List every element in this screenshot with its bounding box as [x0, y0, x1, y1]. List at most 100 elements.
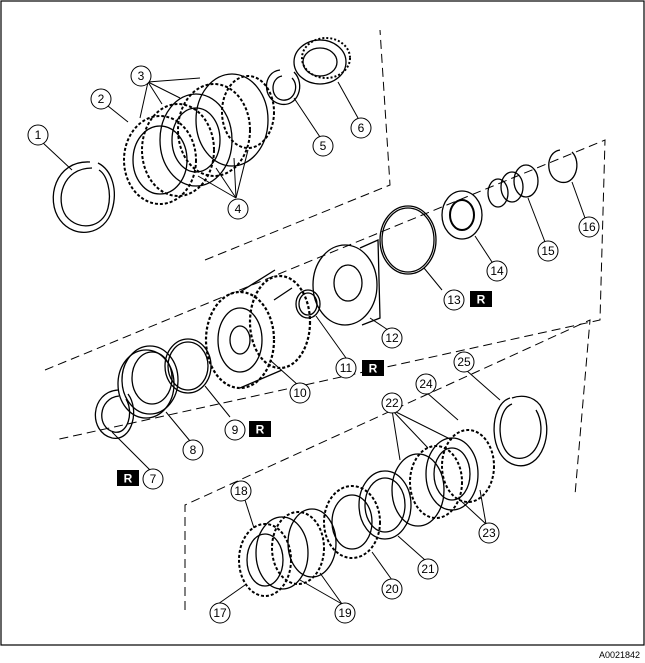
- callout-circle: [415, 373, 437, 395]
- callout-number: 5: [320, 139, 327, 153]
- callout-15: 15: [537, 240, 559, 262]
- lower-group-boundary: [184, 319, 591, 610]
- callout-6: 6: [350, 117, 372, 139]
- callout-24: 24: [415, 373, 437, 395]
- callout-number: 12: [385, 331, 399, 345]
- part-spring-retainer-14: [441, 190, 483, 240]
- callout-circle: [443, 289, 465, 311]
- callout-circle: [289, 382, 311, 404]
- part-plate-21: [358, 470, 412, 540]
- callout-circle: [381, 327, 403, 349]
- callout-circle: [453, 351, 475, 373]
- part-clutch-drum-10: [204, 269, 312, 390]
- callout-8: 8: [182, 439, 204, 461]
- part-one-way-clutch-6: [293, 37, 351, 85]
- leader-lines: [41, 77, 586, 605]
- replace-badge-box: [362, 360, 384, 376]
- callout-number: 9: [232, 423, 239, 437]
- callout-number: 2: [98, 92, 105, 106]
- part-plate-20: [323, 485, 381, 559]
- callout-circle: [486, 260, 508, 282]
- callout-12: 12: [381, 327, 403, 349]
- callout-number: 19: [338, 606, 352, 620]
- callout-number: 17: [213, 606, 227, 620]
- part-clutch-pack-lower-right: [391, 429, 495, 527]
- callout-number: 3: [138, 69, 145, 83]
- replace-badges: R R R R: [117, 291, 492, 486]
- callout-circle: [334, 602, 356, 624]
- part-snap-ring-25: [493, 395, 548, 467]
- callout-1: 1: [27, 124, 49, 146]
- callout-20: 20: [381, 578, 403, 600]
- upper-group-boundary: [204, 29, 391, 261]
- replace-badge: R: [249, 421, 271, 437]
- callout-22: 22: [381, 392, 403, 414]
- callout-circle: [578, 216, 600, 238]
- callout-number: 10: [293, 386, 307, 400]
- callout-circle: [209, 602, 231, 624]
- callout-number: 1: [35, 128, 42, 142]
- callout-number: 8: [190, 443, 197, 457]
- replace-badge-box: [470, 291, 492, 307]
- replace-badge: R: [470, 291, 492, 307]
- replace-badge-label: R: [477, 293, 486, 307]
- callout-17: 17: [209, 602, 231, 624]
- part-snap-ring-5: [266, 69, 301, 105]
- callout-7: 7: [142, 468, 164, 490]
- callout-circle: [381, 578, 403, 600]
- callout-circle: [478, 522, 500, 544]
- callout-21: 21: [417, 558, 439, 580]
- callout-14: 14: [486, 260, 508, 282]
- replace-badge: R: [117, 470, 139, 486]
- callout-number: 21: [421, 562, 435, 576]
- callout-circle: [27, 124, 49, 146]
- part-clutch-pack-lower-left: [238, 508, 337, 597]
- callout-18: 18: [230, 480, 252, 502]
- callout-circle: [224, 419, 246, 441]
- callout-circle: [142, 468, 164, 490]
- callout-circle: [182, 439, 204, 461]
- assembly-boundaries: [44, 29, 606, 610]
- callout-number: 15: [541, 244, 555, 258]
- callout-13: 13: [443, 289, 465, 311]
- part-snap-ring-16: [548, 149, 578, 183]
- callout-number: 18: [234, 484, 248, 498]
- figure-id: A0021842: [599, 650, 640, 660]
- callout-circle: [381, 392, 403, 414]
- part-springs-15: [487, 164, 539, 208]
- callout-number: 16: [582, 220, 596, 234]
- callout-2: 2: [90, 88, 112, 110]
- replace-badge-box: [117, 470, 139, 486]
- replace-badge-box: [249, 421, 271, 437]
- callout-number: 24: [419, 377, 433, 391]
- callout-25: 25: [453, 351, 475, 373]
- callout-number: 25: [457, 355, 471, 369]
- callout-number: 13: [447, 293, 461, 307]
- callout-labels: 1234567891011121314151617181920212223242…: [27, 65, 600, 624]
- callout-circle: [335, 357, 357, 379]
- callout-circle: [230, 480, 252, 502]
- callout-number: 23: [482, 526, 496, 540]
- callout-number: 20: [385, 582, 399, 596]
- callout-4: 4: [227, 198, 249, 220]
- part-piston-12: [312, 239, 381, 326]
- callout-circle: [227, 198, 249, 220]
- callout-10: 10: [289, 382, 311, 404]
- callout-number: 6: [358, 121, 365, 135]
- callout-number: 4: [235, 202, 242, 216]
- callout-3: 3: [130, 65, 152, 87]
- callout-23: 23: [478, 522, 500, 544]
- part-snap-ring-1: [52, 161, 115, 233]
- replace-badge-label: R: [369, 362, 378, 376]
- part-snap-ring-7: [94, 389, 135, 439]
- callout-number: 11: [340, 361, 353, 375]
- callout-circle: [350, 117, 372, 139]
- callout-circle: [537, 240, 559, 262]
- callout-16: 16: [578, 216, 600, 238]
- callout-11: 11: [335, 357, 357, 379]
- callout-number: 14: [490, 264, 504, 278]
- replace-badge: R: [362, 360, 384, 376]
- diagram-frame: [0, 0, 645, 646]
- callout-9: 9: [224, 419, 246, 441]
